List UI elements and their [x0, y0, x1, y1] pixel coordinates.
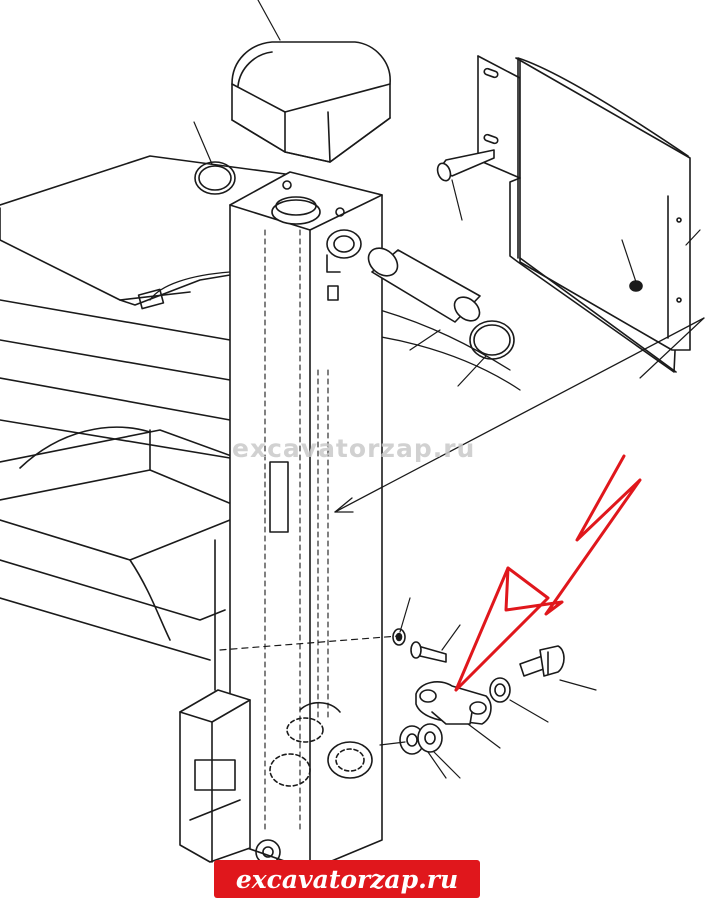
- vertical-column: [229, 171, 383, 871]
- cover-plate: [477, 55, 691, 373]
- upper-bolt: [436, 149, 495, 182]
- site-badge-text: excavatorzap.ru: [235, 864, 459, 894]
- base-bracket: [179, 689, 281, 865]
- lower-bolt: [410, 641, 447, 663]
- watermark: excavatorzap.ru: [232, 434, 475, 463]
- large-bolt: [519, 645, 565, 677]
- long-arrow: [334, 317, 705, 513]
- side-plate: [269, 461, 289, 533]
- top-cap: [231, 41, 391, 163]
- watermark-text: excavatorzap.ru: [232, 434, 476, 463]
- upper-snap-ring: [194, 161, 236, 195]
- spacer-collar: [399, 723, 443, 755]
- pin: [367, 247, 481, 323]
- leader-lines: [193, 0, 705, 779]
- flat-washer: [489, 677, 511, 703]
- red-lightning-arrow-icon: [454, 454, 642, 692]
- flange-block: [415, 681, 492, 725]
- small-washer: [392, 628, 406, 646]
- lower-snap-ring: [469, 320, 515, 360]
- site-badge[interactable]: excavatorzap.ru: [214, 860, 480, 898]
